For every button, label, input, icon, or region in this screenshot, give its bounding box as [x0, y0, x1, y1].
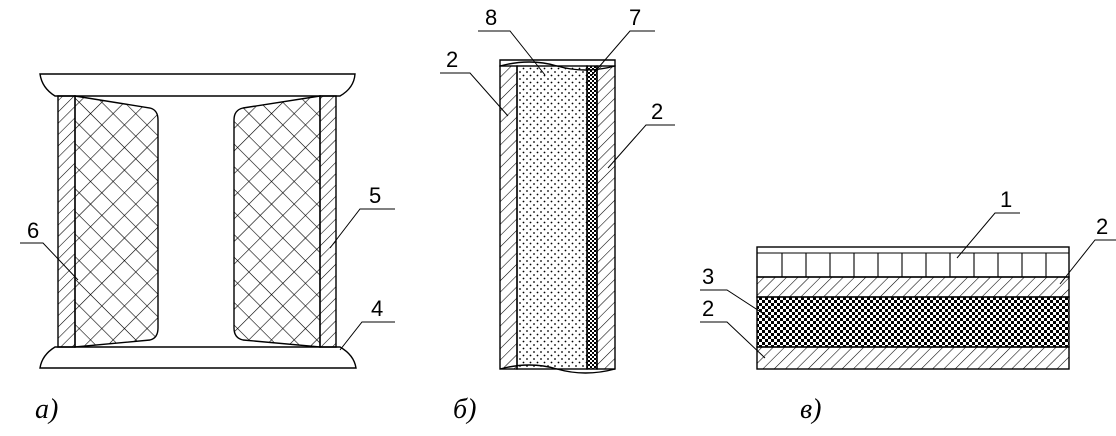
thin-layer — [586, 65, 598, 370]
leader-2-bottom — [700, 321, 766, 359]
caption-b: б) — [453, 394, 476, 425]
leader-4 — [339, 321, 395, 351]
label-4: 4 — [371, 296, 383, 321]
left-hatched-strip — [57, 95, 76, 348]
label-7: 7 — [629, 5, 641, 30]
leader-1 — [956, 212, 1020, 259]
leader-5 — [329, 208, 395, 249]
label-2-bottom: 2 — [702, 296, 714, 321]
cell-dividers — [781, 253, 1047, 277]
caption-c: в) — [800, 394, 821, 425]
dotted-core — [516, 65, 588, 370]
panel-a: 6 5 4 а) — [20, 73, 395, 425]
right-cover-layer — [596, 65, 616, 370]
bottom-break — [499, 364, 616, 374]
leader-8 — [478, 30, 546, 76]
label-2-left: 2 — [446, 47, 458, 72]
left-cover-layer — [499, 65, 518, 370]
panel-c: 1 2 3 2 в) — [700, 187, 1116, 425]
caption-a: а) — [35, 394, 58, 425]
label-3: 3 — [702, 264, 714, 289]
left-winding — [74, 95, 159, 348]
label-6: 6 — [27, 218, 39, 243]
leader-6 — [20, 242, 79, 281]
leader-2-left — [440, 72, 509, 117]
top-flange — [39, 73, 356, 97]
leader-2-right — [607, 124, 675, 169]
cell-layer — [756, 246, 1070, 278]
label-1: 1 — [1000, 187, 1012, 212]
label-5: 5 — [369, 183, 381, 208]
label-8: 8 — [485, 5, 497, 30]
label-2-top: 2 — [1096, 214, 1108, 239]
checker-core — [756, 296, 1070, 348]
leader-7 — [591, 30, 655, 76]
lower-cover-layer — [756, 346, 1070, 370]
top-break — [499, 59, 616, 71]
leader-2-top — [1059, 239, 1116, 285]
right-hatched-strip — [319, 95, 337, 348]
label-2-right: 2 — [651, 99, 663, 124]
bottom-flange — [39, 346, 357, 369]
upper-cover-layer — [756, 276, 1070, 298]
leader-3 — [700, 289, 771, 319]
right-winding — [233, 95, 321, 348]
panel-b: 8 7 2 2 б) — [440, 5, 675, 425]
